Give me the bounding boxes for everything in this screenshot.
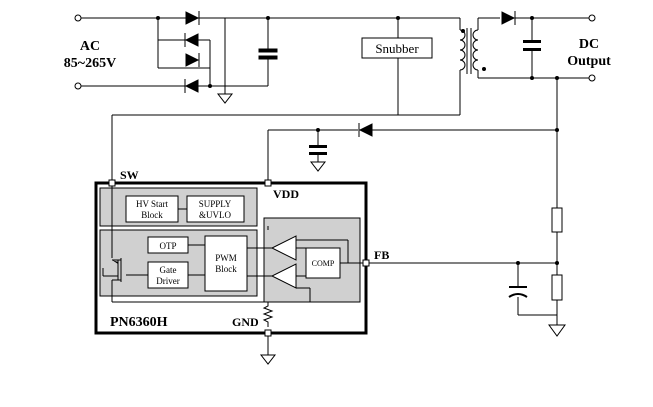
hv-start-label: HV Start <box>136 199 169 209</box>
hv-start-label-2: Block <box>141 210 163 220</box>
junction-dots <box>156 16 559 265</box>
snubber-box <box>361 37 433 59</box>
wires <box>80 17 590 355</box>
supply-label: SUPPLY <box>199 199 232 209</box>
gnd-pin-label: GND <box>232 315 259 329</box>
mosfet-arrow <box>112 260 118 264</box>
vdd-diode <box>358 123 373 137</box>
comp-label: COMP <box>312 259 335 268</box>
sense-resistor <box>262 302 274 327</box>
gate-label: Gate <box>160 265 177 275</box>
pwm-block <box>204 235 248 292</box>
vdd-capacitor <box>309 145 327 172</box>
comp-block <box>305 247 341 279</box>
uvlo-label: &UVLO <box>199 210 231 220</box>
driver-label: Driver <box>156 276 180 286</box>
terminals <box>74 14 596 90</box>
otp-label: OTP <box>159 241 176 251</box>
internal-wiring <box>102 183 366 303</box>
snubber-label: Snubber <box>375 41 419 56</box>
hv-start-block <box>125 195 179 223</box>
ac-label: AC <box>80 39 100 54</box>
feedback-resistors <box>551 207 563 301</box>
transformer <box>459 28 486 74</box>
output-diode <box>501 11 516 25</box>
pwm-block-label: Block <box>215 264 237 274</box>
ground-icon <box>216 64 234 104</box>
fb-pin-label: FB <box>374 248 389 262</box>
pin-markers <box>108 179 370 337</box>
pwm-label: PWM <box>215 253 237 263</box>
output-label: Output <box>567 54 611 69</box>
sw-pin-label: SW <box>120 168 139 182</box>
output-capacitor <box>523 40 541 51</box>
chip-name: PN6360H <box>110 315 168 330</box>
fb-capacitor <box>508 286 528 298</box>
ground-icon <box>259 354 277 365</box>
ac-range-label: 85~265V <box>64 56 116 71</box>
bridge-diodes <box>184 11 200 93</box>
vdd-pin-label: VDD <box>273 187 299 201</box>
bulk-capacitor <box>258 48 278 60</box>
dc-label: DC <box>579 37 599 52</box>
comparators <box>270 235 297 289</box>
ground-icon <box>548 324 566 337</box>
